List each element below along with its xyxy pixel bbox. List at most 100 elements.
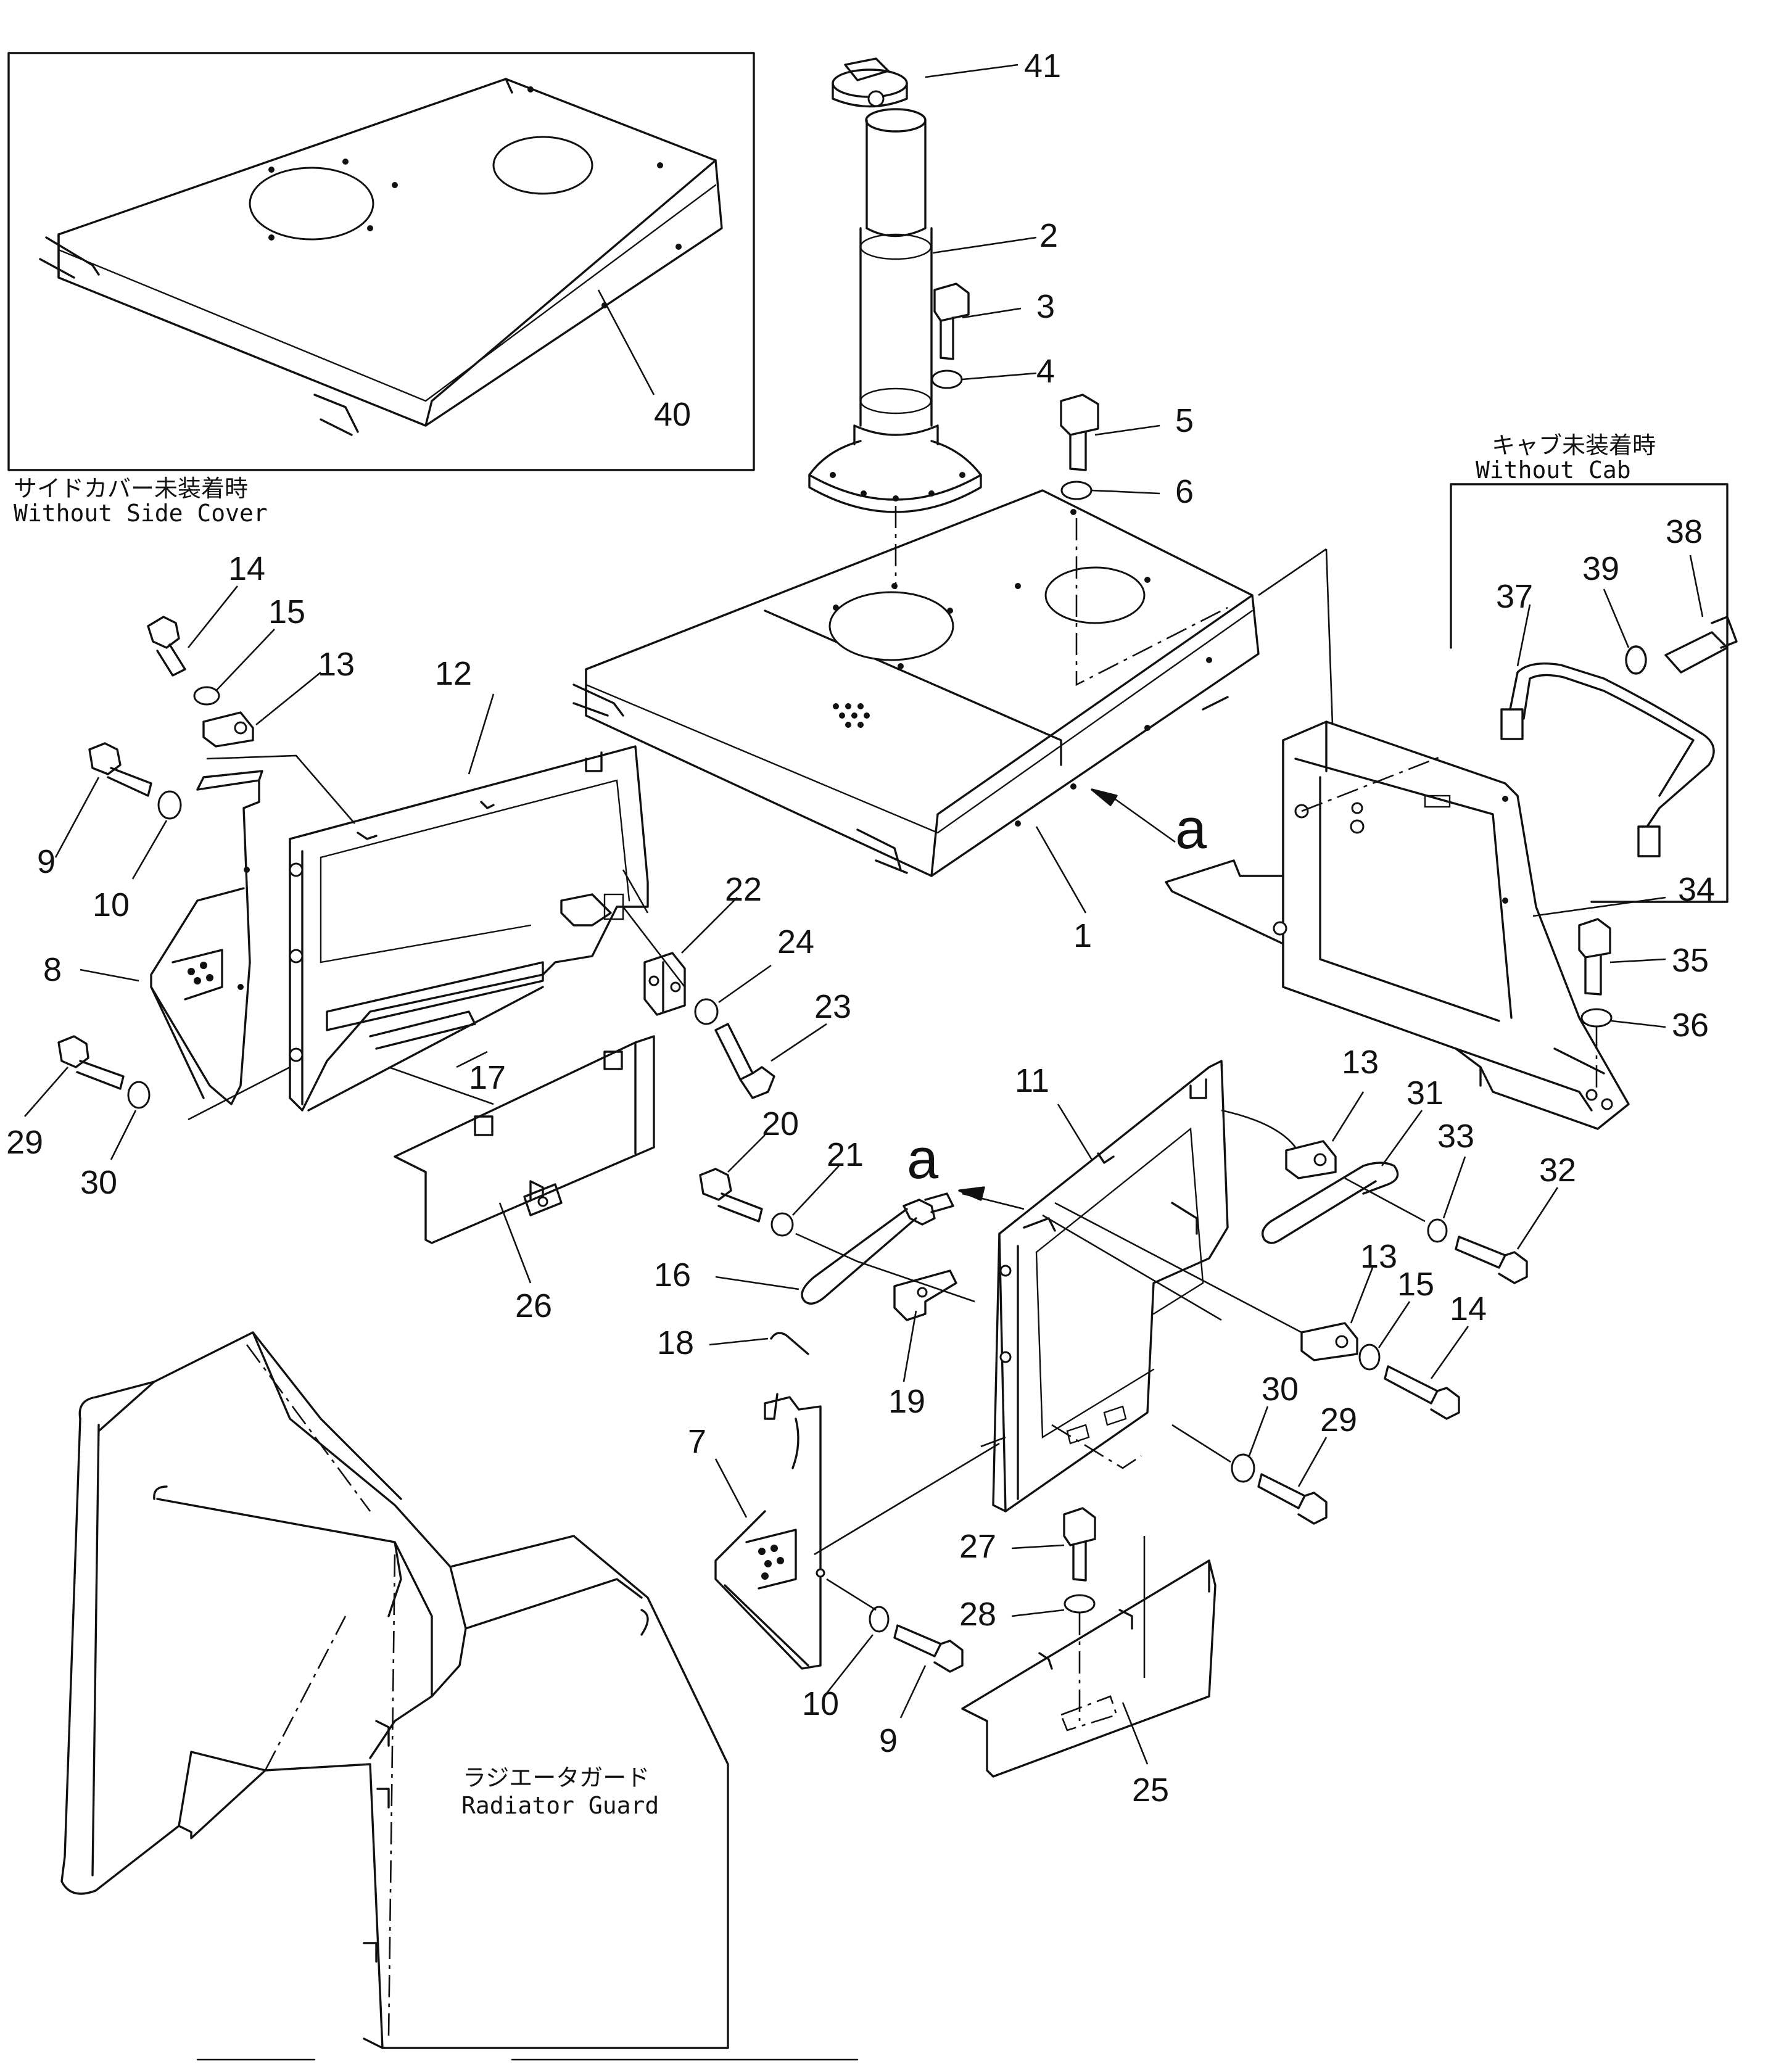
inset-without-cab <box>1450 483 1738 903</box>
bolt-23 <box>714 1023 775 1099</box>
callout-16: 16 <box>654 1257 691 1294</box>
washer-4 <box>931 369 963 389</box>
callout-19: 19 <box>888 1383 925 1420</box>
callout-40: 40 <box>654 396 691 433</box>
bracket-13-right-low <box>1300 1322 1358 1361</box>
callout-1: 1 <box>1073 917 1092 954</box>
filler-cap-41 <box>832 57 908 108</box>
hood-cover-40 <box>39 78 723 436</box>
callout-39: 39 <box>1582 550 1619 587</box>
caption-without-side-cover-jp: サイドカバー未装着時 <box>14 475 248 502</box>
bracket-13-top <box>202 711 254 748</box>
washer-10-lower <box>869 1606 890 1633</box>
callout-21: 21 <box>827 1136 864 1173</box>
caption-without-cab-en: Without Cab <box>1476 456 1631 484</box>
callout-9-lower: 9 <box>879 1722 898 1759</box>
callout-17: 17 <box>469 1059 506 1096</box>
plate-26 <box>394 1035 655 1244</box>
callout-30-left: 30 <box>80 1164 117 1201</box>
bracket-19 <box>893 1269 957 1321</box>
bolt-29-right <box>1257 1473 1328 1525</box>
callout-30-right: 30 <box>1262 1371 1299 1408</box>
callout-41: 41 <box>1024 47 1061 85</box>
callout-20: 20 <box>762 1105 799 1142</box>
side-cover-11 <box>992 1060 1229 1513</box>
washer-36 <box>1580 1008 1613 1028</box>
bolt-20 <box>699 1168 763 1223</box>
bolt-35 <box>1578 918 1611 996</box>
bolt-9-left <box>88 742 152 797</box>
inset-without-side-cover: 40 <box>7 52 755 471</box>
callout-2: 2 <box>1039 217 1058 254</box>
callout-13-top: 13 <box>318 646 355 683</box>
callout-23: 23 <box>814 988 851 1025</box>
caption-radiator-guard-en: Radiator Guard <box>461 1792 659 1819</box>
callout-6: 6 <box>1175 473 1194 510</box>
callout-34: 34 <box>1678 871 1715 908</box>
bolt-14-right <box>1384 1365 1460 1420</box>
callout-13-right-top: 13 <box>1342 1044 1379 1081</box>
washer-10-left <box>157 790 182 820</box>
callout-18: 18 <box>657 1324 694 1361</box>
washer-15-right <box>1358 1343 1381 1371</box>
caption-without-cab-jp: キャブ未装着時 <box>1492 432 1656 459</box>
callout-10-left: 10 <box>93 886 130 923</box>
rod-31 <box>1262 1162 1399 1244</box>
callout-24: 24 <box>777 923 814 960</box>
callout-27: 27 <box>959 1528 996 1565</box>
view-marker-a-top: a <box>1175 798 1207 861</box>
bolt-14-top <box>147 616 186 677</box>
bolt-9-lower <box>893 1624 964 1673</box>
bolt-27 <box>1063 1507 1096 1582</box>
callout-9-left: 9 <box>37 843 56 880</box>
washer-33 <box>1427 1218 1448 1243</box>
side-cover-12 <box>289 745 649 1112</box>
callout-5: 5 <box>1175 402 1194 439</box>
caption-without-side-cover-en: Without Side Cover <box>14 500 268 527</box>
callout-15-right: 15 <box>1397 1266 1434 1303</box>
stay-8 <box>150 770 263 1105</box>
callout-33: 33 <box>1437 1118 1474 1155</box>
bolt-5 <box>1060 394 1099 471</box>
caption-radiator-guard-jp: ラジエータガード <box>463 1764 650 1791</box>
hood-1 <box>572 489 1260 877</box>
callout-10-lower: 10 <box>802 1685 839 1722</box>
callout-11: 11 <box>1015 1062 1049 1099</box>
handrail-37 <box>1500 662 1715 857</box>
callout-28: 28 <box>959 1596 996 1633</box>
callout-7: 7 <box>688 1423 706 1460</box>
callout-38: 38 <box>1666 513 1703 550</box>
plate-25 <box>961 1559 1217 1778</box>
bolt-3 <box>933 283 970 360</box>
bolt-32 <box>1455 1236 1528 1284</box>
washer-15-top <box>193 686 220 706</box>
callout-37: 37 <box>1496 578 1533 615</box>
bracket-13-right-top <box>1285 1140 1337 1179</box>
callout-12: 12 <box>435 655 472 692</box>
vent-holes <box>833 703 870 728</box>
callout-22: 22 <box>725 871 762 908</box>
callout-29-right: 29 <box>1320 1401 1357 1438</box>
callout-4: 4 <box>1036 353 1055 390</box>
stay-7 <box>714 1393 825 1670</box>
callout-13-right-low: 13 <box>1360 1238 1397 1275</box>
callout-29-left: 29 <box>6 1124 43 1161</box>
rod-16 <box>801 1192 954 1305</box>
callout-36: 36 <box>1672 1007 1709 1044</box>
washer-24 <box>694 998 719 1025</box>
frame-34 <box>1165 720 1630 1130</box>
clip-18 <box>770 1332 809 1355</box>
washer-28 <box>1064 1594 1096 1614</box>
filler-neck-2 <box>808 108 982 513</box>
washer-30-right <box>1231 1453 1255 1483</box>
washer-30-left <box>127 1081 151 1109</box>
callout-31: 31 <box>1407 1075 1444 1112</box>
radiator-guard <box>60 1331 729 2049</box>
washer-6 <box>1060 481 1093 500</box>
callout-15-top: 15 <box>268 593 305 630</box>
callout-25: 25 <box>1132 1772 1169 1809</box>
callout-35: 35 <box>1672 942 1709 979</box>
callout-8: 8 <box>43 951 62 988</box>
hinge-22 <box>643 952 686 1016</box>
